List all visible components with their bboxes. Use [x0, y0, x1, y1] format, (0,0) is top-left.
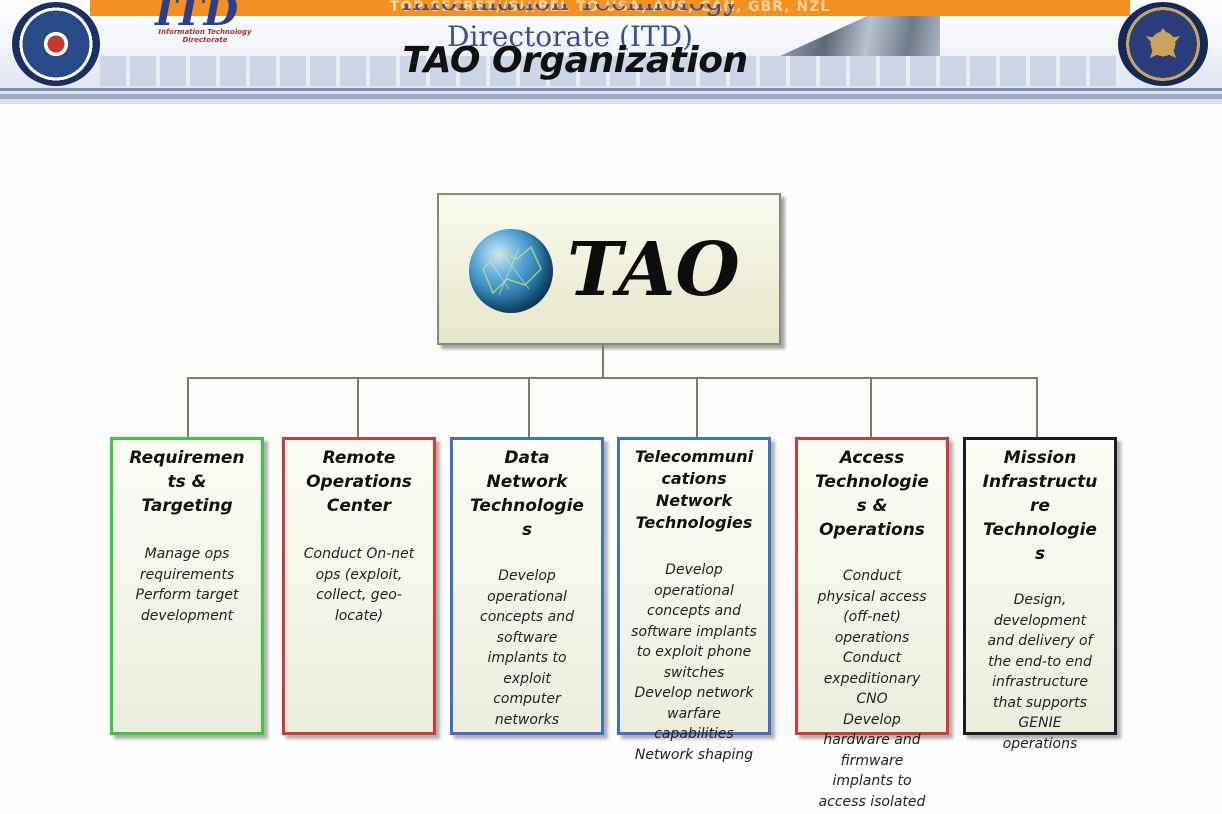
- card-title: Telecommuni cations Network Technologies: [634, 447, 754, 532]
- card-title: Data Network Technologie s: [470, 448, 584, 540]
- classification-banner: TOP SECRET//SI//REL TO USA, AUS, CAN, GB…: [90, 0, 1130, 16]
- root-connector: [602, 345, 604, 378]
- org-card-remote-operations-center: Remote Operations Center Conduct On-net …: [282, 437, 436, 735]
- card-description: Develop operational concepts and softwar…: [480, 568, 574, 728]
- itd-logo-letters: ITD: [155, 0, 239, 35]
- card-description: Conduct On-net ops (exploit, collect, ge…: [303, 546, 415, 624]
- header-rule-2: [0, 94, 1222, 99]
- org-card-data-network-technologies: Data Network Technologie s Develop opera…: [450, 437, 604, 735]
- directorate-line-1: Information Technology: [330, 4, 810, 17]
- itd-logo-subtitle: Information Technology Directorate: [158, 28, 252, 44]
- right-seal-icon: [1118, 2, 1208, 86]
- slide-title: TAO Organization: [402, 40, 748, 81]
- tao-root-node: TAO: [437, 193, 781, 345]
- header-stripes: [100, 56, 1120, 86]
- card-connector: [696, 377, 698, 437]
- card-connector: [870, 377, 872, 437]
- card-connector: [187, 377, 189, 437]
- card-title: Access Technologie s & Operations: [815, 448, 929, 540]
- org-card-telecommunications-network-technologies: Telecommuni cations Network Technologies…: [617, 437, 771, 763]
- eagle-icon: [1146, 28, 1180, 58]
- card-title: Mission Infrastructu re Technologie s: [982, 448, 1098, 564]
- card-description: Manage ops requirements Perform target d…: [135, 546, 239, 624]
- org-card-mission-infrastructure-technologies: Mission Infrastructu re Technologie s De…: [963, 437, 1117, 752]
- card-connector: [528, 377, 530, 437]
- directorate-name: Information Technology Directorate (ITD): [330, 4, 810, 54]
- header-rule-1: [0, 88, 1222, 91]
- itd-logo: ITD Information Technology Directorate: [140, 0, 270, 44]
- card-connector: [357, 377, 359, 437]
- card-title: Requiremen ts & Targeting: [129, 448, 245, 516]
- tao-root-label: TAO: [567, 227, 740, 313]
- org-card-access-technologies-operations: Access Technologie s & Operations Conduc…: [795, 437, 949, 810]
- slide-header: TOP SECRET//SI//REL TO USA, AUS, CAN, GB…: [0, 0, 1222, 104]
- card-description: Conduct physical access (off-net) operat…: [817, 568, 927, 810]
- card-description: Develop operational concepts and softwar…: [631, 562, 757, 763]
- globe-icon: [469, 229, 553, 313]
- org-card-requirements-targeting: Requiremen ts & Targeting Manage ops req…: [110, 437, 264, 735]
- card-connector: [1036, 377, 1038, 437]
- left-seal-icon: [12, 2, 100, 86]
- card-title: Remote Operations Center: [306, 448, 412, 516]
- card-description: Design, development and delivery of the …: [987, 592, 1093, 752]
- branch-connector: [187, 377, 1038, 379]
- directorate-line-2: Directorate (ITD): [447, 20, 693, 53]
